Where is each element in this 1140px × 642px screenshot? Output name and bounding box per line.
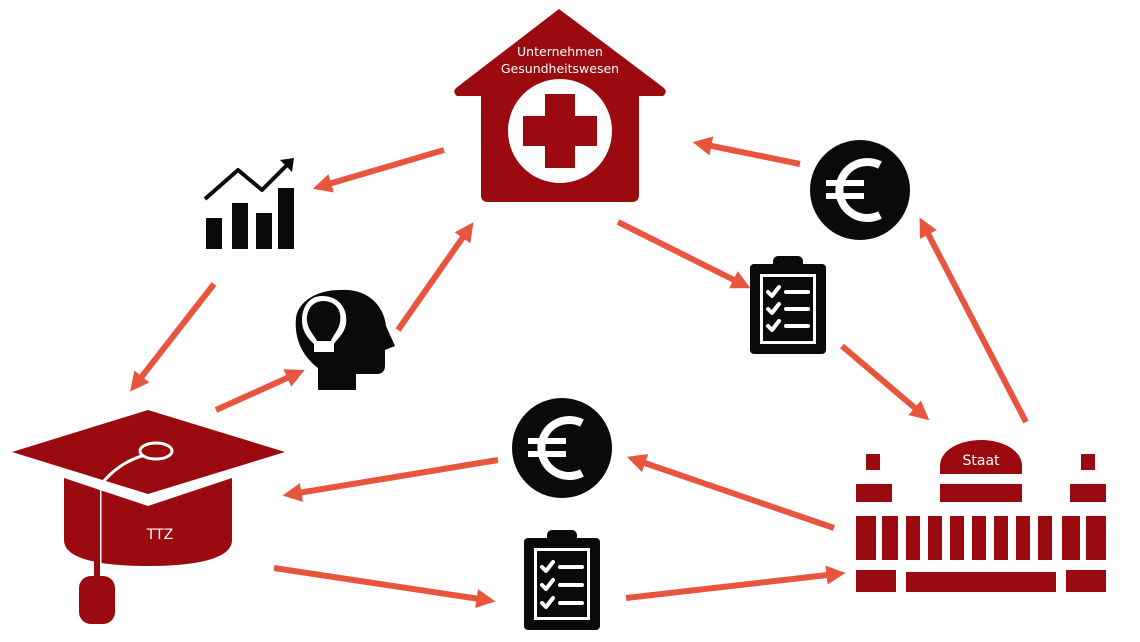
euro-coin-icon <box>512 398 612 498</box>
arrow-checklist-to-state-bottom <box>625 565 846 601</box>
company-label-line1: Unternehmen <box>517 44 603 59</box>
euro-coin-icon <box>810 140 910 240</box>
arrow-euro-to-company <box>692 136 801 167</box>
government-building-icon <box>856 440 1106 592</box>
arrow-university-to-checklist <box>273 565 496 609</box>
idea-head-icon <box>295 289 395 390</box>
arrow-checklist-to-state <box>840 343 930 421</box>
company-label-line2: Gesundheitswesen <box>501 61 619 76</box>
state-label: Staat <box>962 453 1000 469</box>
arrow-company-to-growth <box>312 147 445 193</box>
arrows <box>130 136 1029 609</box>
checklist-clipboard-icon <box>524 530 600 630</box>
medical-cross-icon <box>523 94 597 168</box>
arrow-state-to-euro-top <box>919 217 1029 424</box>
company-node: Unternehmen Gesundheitswesen <box>454 9 666 202</box>
arrow-company-to-checklist <box>616 219 751 289</box>
arrow-growth-to-university <box>130 282 217 392</box>
state-node: Staat <box>856 440 1106 592</box>
university-label: TTZ <box>146 527 173 543</box>
university-node: TTZ <box>12 410 285 624</box>
arrow-idea-to-company <box>395 222 474 332</box>
growth-chart-icon <box>203 158 294 249</box>
arrow-state-to-euro-bottom <box>626 454 835 531</box>
checklist-clipboard-icon <box>750 256 826 354</box>
arrow-euro-to-university <box>282 457 499 502</box>
graduation-cap-icon <box>12 410 285 624</box>
arrow-university-to-idea <box>214 369 305 413</box>
